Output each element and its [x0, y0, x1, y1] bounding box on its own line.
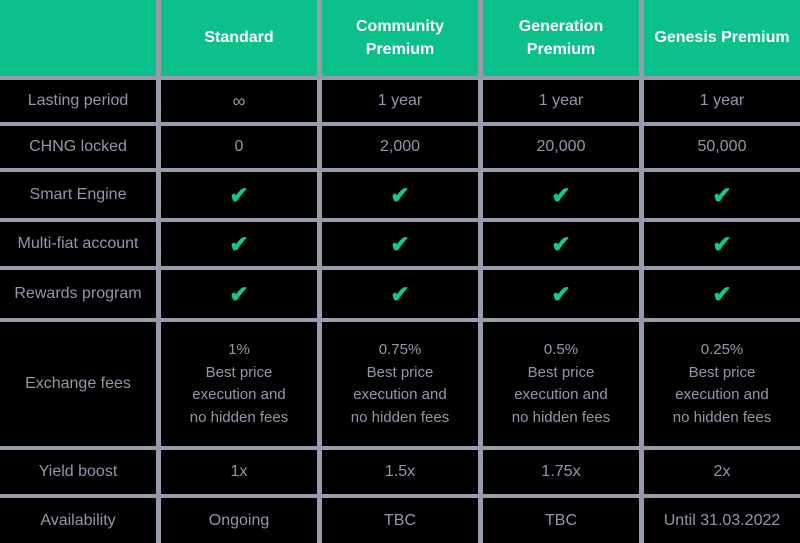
table-cell: 0.75% Best price execution and no hidden… — [322, 322, 478, 446]
column-header-community-premium: Community Premium — [322, 0, 478, 76]
table-cell: Until 31.03.2022 — [644, 498, 800, 543]
check-icon: ✔ — [644, 172, 800, 218]
table-cell: 2,000 — [322, 126, 478, 168]
table-cell: TBC — [483, 498, 639, 543]
row-label-exchange-fees: Exchange fees — [0, 322, 156, 446]
row-label-lasting-period: Lasting period — [0, 80, 156, 122]
table-cell: 0.25% Best price execution and no hidden… — [644, 322, 800, 446]
column-header-standard: Standard — [161, 0, 317, 76]
check-icon: ✔ — [483, 172, 639, 218]
check-icon: ✔ — [483, 222, 639, 266]
column-header-generation-premium: Generation Premium — [483, 0, 639, 76]
check-icon: ✔ — [322, 222, 478, 266]
table-cell: 1.75x — [483, 450, 639, 494]
row-label-multi-fiat-account: Multi-fiat account — [0, 222, 156, 266]
column-header-genesis-premium: Genesis Premium — [644, 0, 800, 76]
check-icon: ✔ — [483, 270, 639, 318]
row-label-chng-locked: CHNG locked — [0, 126, 156, 168]
row-label-availability: Availability — [0, 498, 156, 543]
check-icon: ✔ — [161, 222, 317, 266]
check-icon: ✔ — [322, 270, 478, 318]
table-cell: 1 year — [322, 80, 478, 122]
table-cell: 0.5% Best price execution and no hidden … — [483, 322, 639, 446]
table-cell infinity-icon: ∞ — [161, 80, 317, 122]
row-label-yield-boost: Yield boost — [0, 450, 156, 494]
table-cell: 1 year — [644, 80, 800, 122]
table-cell: Ongoing — [161, 498, 317, 543]
row-label-smart-engine: Smart Engine — [0, 172, 156, 218]
check-icon: ✔ — [161, 270, 317, 318]
check-icon: ✔ — [161, 172, 317, 218]
header-corner — [0, 0, 156, 76]
table-cell: 0 — [161, 126, 317, 168]
table-cell: 1.5x — [322, 450, 478, 494]
table-cell: TBC — [322, 498, 478, 543]
check-icon: ✔ — [322, 172, 478, 218]
table-cell: 1x — [161, 450, 317, 494]
check-icon: ✔ — [644, 270, 800, 318]
table-cell: 50,000 — [644, 126, 800, 168]
table-cell: 20,000 — [483, 126, 639, 168]
row-label-rewards-program: Rewards program — [0, 270, 156, 318]
check-icon: ✔ — [644, 222, 800, 266]
table-cell: 2x — [644, 450, 800, 494]
table-cell: 1% Best price execution and no hidden fe… — [161, 322, 317, 446]
table-cell: 1 year — [483, 80, 639, 122]
